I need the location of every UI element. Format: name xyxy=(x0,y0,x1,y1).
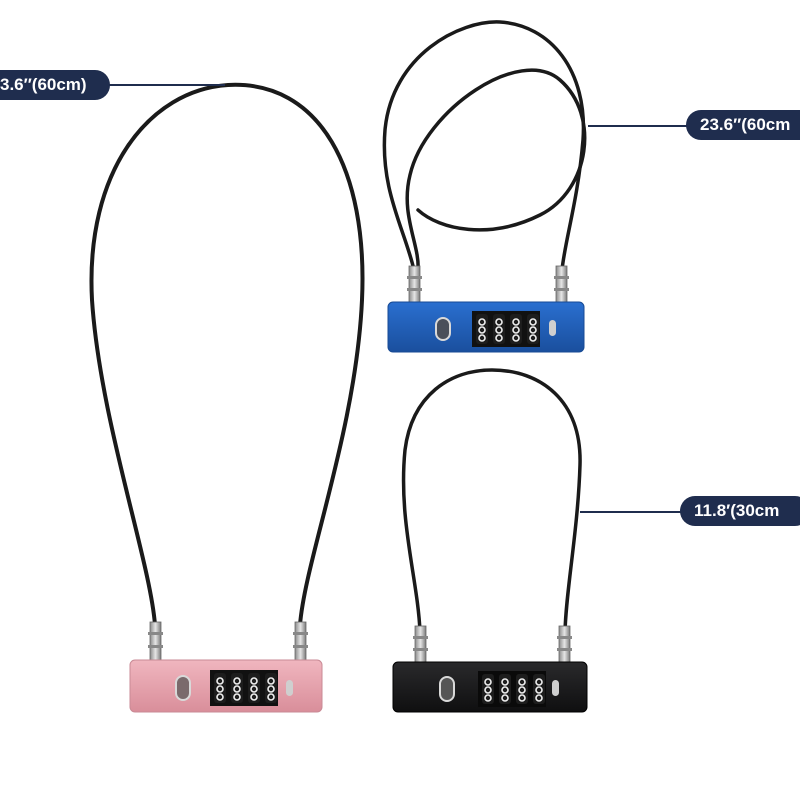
left-length-label: 3.6′′(60cm) xyxy=(0,70,110,100)
pink-lock-dials xyxy=(210,670,278,706)
top-right-length-leader xyxy=(588,125,700,127)
bottom-right-length-leader xyxy=(580,511,692,513)
black-lock-cable xyxy=(401,368,582,634)
black-lock-dials xyxy=(478,671,546,707)
blue-lock-cable-1 xyxy=(382,20,586,272)
blue-lock-dials xyxy=(472,311,540,347)
pink-lock xyxy=(89,82,365,713)
top-right-length-label: 23.6′′(60cm xyxy=(686,110,800,140)
black-lock xyxy=(392,368,588,713)
bottom-right-length-label: 11.8′(30cm xyxy=(680,496,800,526)
blue-lock xyxy=(382,20,587,353)
blue-lock-cable-2 xyxy=(405,68,587,272)
left-length-leader xyxy=(105,84,225,86)
pink-lock-cable xyxy=(89,82,365,627)
